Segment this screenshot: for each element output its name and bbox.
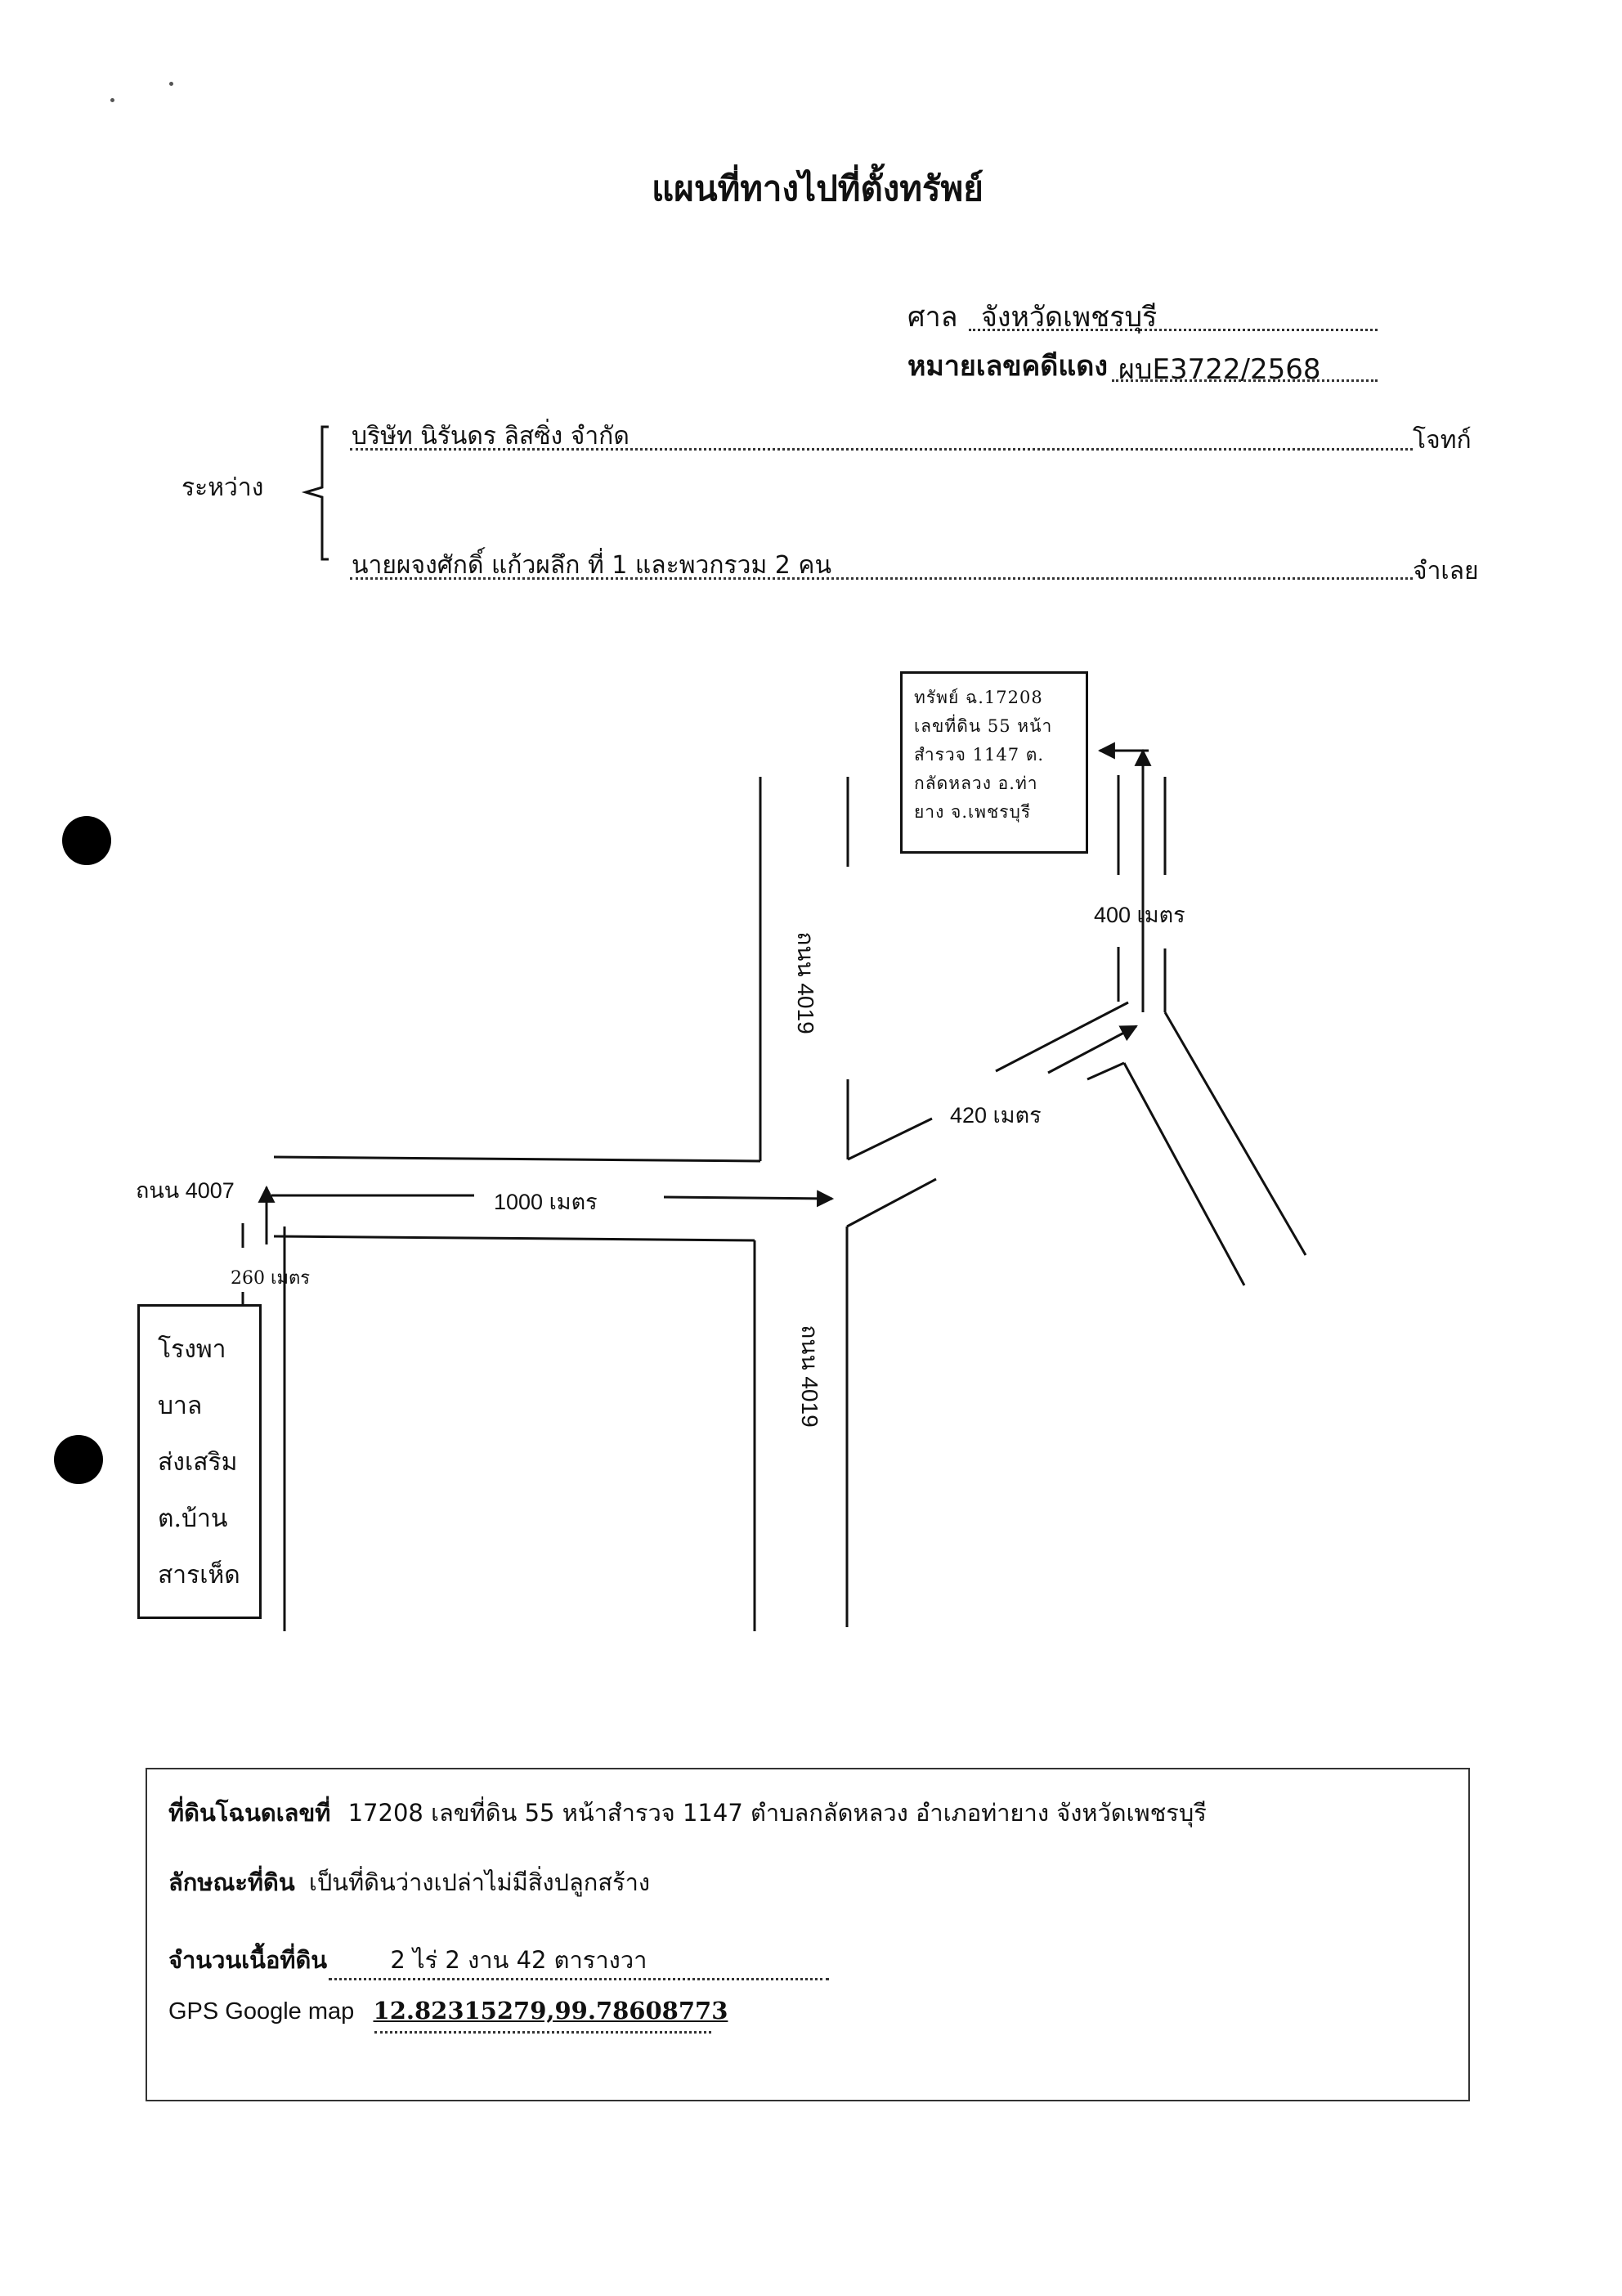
distance-400-label: 400 เมตร xyxy=(1094,903,1185,927)
hospital-box-line: โรงพา xyxy=(158,1335,226,1364)
court-value: จังหวัดเพชรบุรี xyxy=(981,301,1158,334)
defendant-name: นายผจงศักดิ์ แก้วผลึก ที่ 1 และพวกรวม 2 … xyxy=(352,551,831,580)
court-label: ศาล xyxy=(907,301,958,334)
binder-hole-bottom xyxy=(54,1435,103,1484)
diagonal-lower-b xyxy=(1087,1061,1125,1081)
area-dotted-line xyxy=(329,1978,829,1980)
property-box: ทรัพย์ ฉ.17208 เลขที่ดิน 55 หน้า สำรวจ 1… xyxy=(900,671,1088,854)
road-4007-bottom-edge xyxy=(273,1235,755,1242)
hospital-box-line: สารเห็ด xyxy=(158,1561,240,1590)
defendant-role: จำเลย xyxy=(1413,557,1479,585)
distance-1000-label: 1000 เมตร xyxy=(494,1190,598,1214)
plaintiff-role: โจทก์ xyxy=(1413,426,1472,455)
land-nature-label: ลักษณะที่ดิน xyxy=(168,1868,295,1896)
diagonal-upper-a xyxy=(847,1117,933,1161)
property-box-line: กลัดหลวง อ.ท่า xyxy=(914,774,1038,793)
document-title: แผนที่ทางไปที่ตั้งทรัพย์ xyxy=(652,168,984,209)
arrow-420m xyxy=(1047,1025,1138,1074)
distance-420-label: 420 เมตร xyxy=(950,1103,1042,1128)
diagonal-lower-a xyxy=(846,1177,937,1228)
gps-row: GPS Google map 12.82315279,99.78608773 xyxy=(168,1997,728,2025)
property-box-line: ยาง จ.เพชรบุรี xyxy=(914,802,1032,822)
area-value: 2 ไร่ 2 งาน 42 ตารางวา xyxy=(390,1946,647,1974)
deed-label: ที่ดินโฉนดเลขที่ xyxy=(168,1799,331,1827)
road-4019-lower-label: ถนน 4019 xyxy=(797,1325,822,1428)
land-nature-value: เป็นที่ดินว่างเปล่าไม่มีสิ่งปลูกสร้าง xyxy=(308,1868,651,1896)
branch-road-edge-b xyxy=(1122,1062,1246,1286)
case-number-label: หมายเลขคดีแดง xyxy=(907,350,1108,383)
land-nature-row: ลักษณะที่ดิน เป็นที่ดินว่างเปล่าไม่มีสิ่… xyxy=(168,1863,650,1901)
property-box-line: สำรวจ 1147 ต. xyxy=(914,745,1045,765)
hospital-box-line: ส่งเสริม xyxy=(158,1448,238,1477)
area-label: จำนวนเนื้อที่ดิน xyxy=(168,1946,328,1974)
hospital-box-line: ต.บ้าน xyxy=(158,1505,228,1533)
arrow-1000m-head xyxy=(663,1190,835,1208)
property-info-box: ที่ดินโฉนดเลขที่ 17208 เลขที่ดิน 55 หน้า… xyxy=(146,1768,1470,2101)
party-brace xyxy=(301,425,329,561)
gps-dotted-line xyxy=(374,2031,711,2034)
case-dotted-line xyxy=(1112,379,1378,382)
diagonal-upper-b xyxy=(995,1001,1129,1073)
binder-hole-top xyxy=(62,816,111,865)
scan-speck xyxy=(169,82,173,86)
defendant-dotted-line xyxy=(350,577,1413,580)
hospital-box: โรงพา บาล ส่งเสริม ต.บ้าน สารเห็ด xyxy=(137,1304,262,1619)
gps-value: 12.82315279,99.78608773 xyxy=(373,1997,728,2025)
road-4007-top-edge xyxy=(273,1155,761,1163)
plaintiff-name: บริษัท นิรันดร ลิสซิ่ง จำกัด xyxy=(352,422,630,451)
deed-row: ที่ดินโฉนดเลขที่ 17208 เลขที่ดิน 55 หน้า… xyxy=(168,1794,1207,1832)
distance-260-label: 260 เมตร xyxy=(231,1268,311,1289)
hospital-box-line: บาล xyxy=(158,1392,203,1420)
court-dotted-line xyxy=(969,329,1378,331)
area-row: จำนวนเนื้อที่ดิน 2 ไร่ 2 งาน 42 ตารางวา xyxy=(168,1941,647,1979)
between-label: ระหว่าง xyxy=(181,473,264,502)
road-4019-upper-label: ถนน 4019 xyxy=(793,931,818,1034)
road-4007-label: ถนน 4007 xyxy=(136,1178,235,1203)
property-box-line: เลขที่ดิน 55 หน้า xyxy=(914,716,1053,736)
property-box-line: ทรัพย์ ฉ.17208 xyxy=(914,688,1043,707)
scan-speck xyxy=(110,98,114,102)
deed-value: 17208 เลขที่ดิน 55 หน้าสำรวจ 1147 ตำบลกล… xyxy=(347,1799,1207,1827)
branch-road-edge-a xyxy=(1163,1011,1307,1256)
plaintiff-dotted-line xyxy=(350,448,1413,451)
gps-label: GPS Google map xyxy=(168,1998,355,2025)
